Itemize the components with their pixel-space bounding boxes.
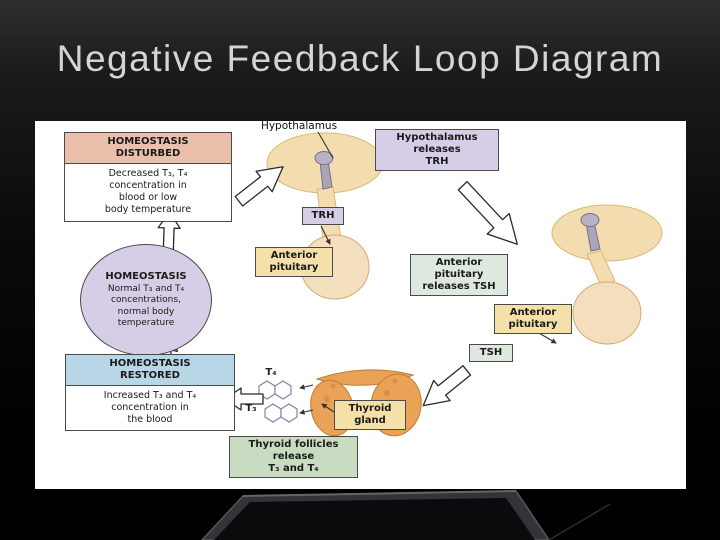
trh-box: TRH (302, 207, 344, 225)
hypothalamus-label: Hypothalamus (260, 120, 338, 132)
anterior-pituitary-releases-tsh-box: Anterior pituitary releases TSH (410, 254, 508, 296)
homeostasis-circle-body: Normal T₃ and T₄ concentrations, normal … (107, 284, 185, 328)
thyroid-gland-box: Thyroid gland (334, 400, 406, 430)
laptop-decoration (200, 490, 611, 540)
anterior-pituitary-left-box: Anterior pituitary (255, 247, 333, 277)
slide-title: Negative Feedback Loop Diagram (56, 38, 664, 79)
leader-lines (299, 131, 557, 415)
trh-to-pituitary-arrow (320, 225, 331, 245)
homeostasis-disturbed-header: HOMEOSTASIS DISTURBED (65, 133, 231, 164)
homeostasis-circle: HOMEOSTASIS Normal T₃ and T₄ concentrati… (80, 244, 212, 356)
tsh-box: TSH (469, 344, 513, 362)
feedback-loop-diagram-panel: HOMEOSTASIS DISTURBED Decreased T₃, T₄ c… (35, 120, 686, 489)
homeostasis-disturbed-body: Decreased T₃, T₄ concentration in blood … (65, 164, 231, 221)
t4-label: T₄ (265, 367, 277, 378)
hypothalamus-pituitary-right-illustration (551, 204, 663, 345)
homeostasis-circle-header: HOMEOSTASIS (105, 271, 187, 282)
hypothalamus-leader-line (317, 131, 334, 159)
t4-t3-molecule-hexagons (258, 380, 298, 423)
homeostasis-restored-body: Increased T₃ and T₄ concentration in the… (66, 386, 234, 431)
arrow-tsh-to-thyroid (414, 359, 476, 417)
thyroid-follicles-box: Thyroid follicles release T₃ and T₄ (229, 436, 358, 478)
thyroid-label-arrow (321, 403, 335, 413)
gland-to-t3-arrow (299, 409, 314, 415)
arrow-trh-to-pituitary (451, 174, 529, 256)
hypothalamus-releases-trh-box: Hypothalamus releases TRH (375, 129, 499, 171)
homeostasis-restored-box: HOMEOSTASIS RESTORED Increased T₃ and T₄… (65, 354, 235, 432)
t3-label: T₃ (245, 403, 257, 414)
diagram-graphics (150, 131, 663, 437)
homeostasis-restored-header: HOMEOSTASIS RESTORED (66, 355, 234, 386)
homeostasis-disturbed-box: HOMEOSTASIS DISTURBED Decreased T₃, T₄ c… (64, 132, 232, 222)
anterior-pituitary-right-box: Anterior pituitary (494, 304, 572, 334)
gland-to-t4-arrow (299, 384, 314, 390)
anterior-pituitary-right-arrow (538, 332, 557, 344)
